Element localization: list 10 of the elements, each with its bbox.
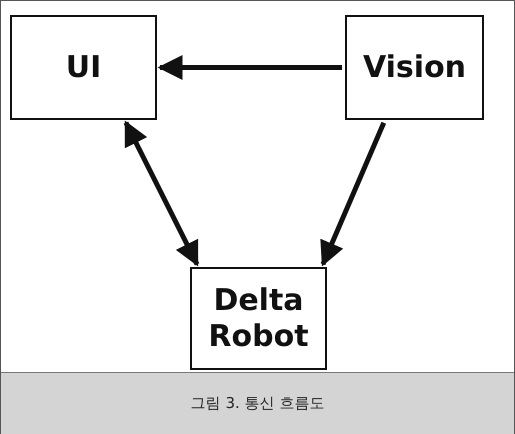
node-label: UI: [66, 50, 102, 86]
arrow: [124, 120, 200, 267]
process-box: [10, 15, 157, 120]
node-label: Vision: [362, 50, 466, 86]
arrow: [158, 55, 342, 80]
process-box: [190, 267, 327, 370]
caption: 그림 3. 통신 흐름도: [190, 394, 324, 413]
process-box: [345, 15, 484, 120]
node-label: Delta Robot: [207, 282, 310, 354]
arrow: [320, 122, 386, 267]
